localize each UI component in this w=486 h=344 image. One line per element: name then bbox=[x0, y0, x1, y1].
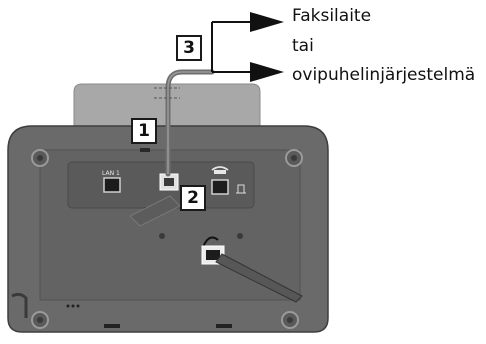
destination-arrows bbox=[211, 12, 284, 82]
lan-port bbox=[103, 177, 121, 193]
callout-2: 2 bbox=[180, 185, 206, 211]
cable-highlight bbox=[167, 71, 212, 174]
telephone-handset-icon bbox=[211, 166, 229, 174]
callout-1: 1 bbox=[131, 118, 157, 144]
network-port-icon bbox=[236, 184, 246, 194]
lan-port-label: LAN 1 bbox=[102, 170, 120, 177]
arrow-head-bottom bbox=[250, 62, 284, 82]
small-screw bbox=[237, 233, 243, 239]
callout-3: 3 bbox=[176, 35, 202, 61]
destination-label-door-intercom: ovipuhelinjärjestelmä bbox=[292, 65, 476, 85]
cable-break-mark bbox=[154, 87, 180, 99]
side-hook bbox=[11, 292, 28, 318]
vent-dots bbox=[66, 304, 80, 308]
slot-mark bbox=[140, 148, 150, 152]
foot-bar bbox=[104, 324, 120, 328]
destination-label-fax: Faksilaite bbox=[292, 6, 372, 26]
destination-label-or: tai bbox=[292, 36, 314, 56]
telephone-port bbox=[211, 179, 229, 195]
screw-holes bbox=[31, 149, 303, 329]
phone-line-port bbox=[159, 173, 179, 191]
arrow-head-top bbox=[250, 12, 284, 32]
foot-bar bbox=[216, 324, 232, 328]
cable-groove bbox=[215, 253, 303, 303]
small-screw bbox=[159, 233, 165, 239]
